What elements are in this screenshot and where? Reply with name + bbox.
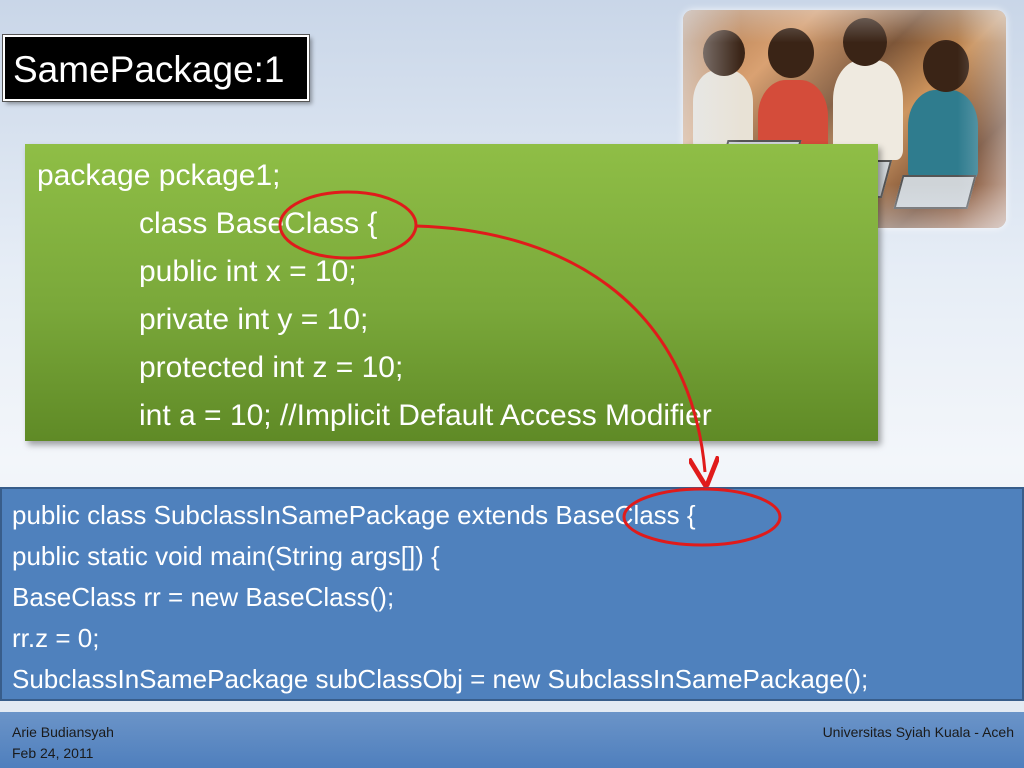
code-line-public-field: public int x = 10; xyxy=(139,255,357,288)
footer-institution: Universitas Syiah Kuala - Aceh xyxy=(822,724,1014,740)
code-line-package: package pckage1; xyxy=(37,159,281,192)
subclass-line-decl: public class SubclassInSamePackage exten… xyxy=(12,500,696,530)
footer-date: Feb 24, 2011 xyxy=(12,745,94,761)
code-line-default-field: int a = 10; //Implicit Default Access Mo… xyxy=(139,399,712,432)
footer-author: Arie Budiansyah xyxy=(12,724,114,740)
subclass-line-instantiate-base: BaseClass rr = new BaseClass(); xyxy=(12,582,395,612)
subclass-line-assign: rr.z = 0; xyxy=(12,623,100,653)
code-line-private-field: private int y = 10; xyxy=(139,303,369,336)
slide-title: SamePackage:1 xyxy=(2,34,310,102)
subclass-code-box: public class SubclassInSamePackage exten… xyxy=(0,487,1024,701)
slide-footer: Arie Budiansyah Feb 24, 2011 Universitas… xyxy=(0,712,1024,768)
subclass-line-main: public static void main(String args[]) { xyxy=(12,541,440,571)
subclass-line-instantiate-sub: SubclassInSamePackage subClassObj = new … xyxy=(12,664,869,694)
code-line-class-decl: class BaseClass { xyxy=(139,207,378,240)
baseclass-code-box: package pckage1; class BaseClass { publi… xyxy=(25,144,878,441)
code-line-protected-field: protected int z = 10; xyxy=(139,351,404,384)
